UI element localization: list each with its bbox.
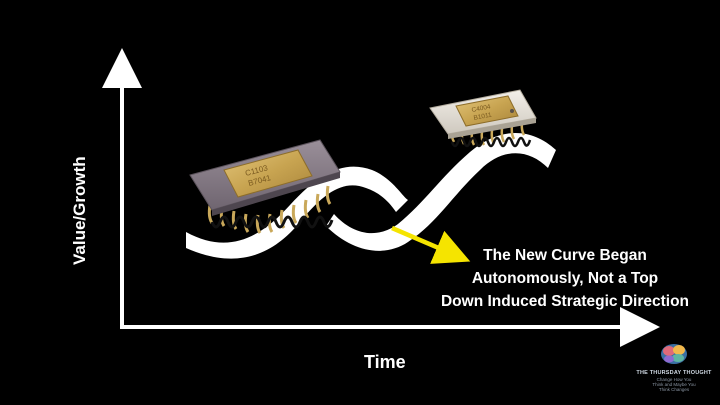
x-axis-label: Time xyxy=(364,352,406,372)
old-chip-image: C1103 B7041 xyxy=(189,139,341,234)
y-axis-label: Value/Growth xyxy=(70,156,89,265)
logo-tagline: Change How You Think and Maybe You Think… xyxy=(652,377,696,392)
new-chip-marking-1: C4004 xyxy=(471,103,492,114)
new-chip-marking-2: B1011 xyxy=(473,112,493,122)
logo-title: THE THURSDAY THOUGHT xyxy=(636,370,712,376)
logo: THE THURSDAY THOUGHT Change How You Thin… xyxy=(634,340,714,402)
annotation-arrow xyxy=(391,225,471,264)
new-chip-image: C4004 B1011 xyxy=(429,89,537,148)
new-s-curve xyxy=(326,132,556,251)
annotation-line-2: Autonomously, Not a Top xyxy=(471,270,659,287)
annotation-line-3: Down Induced Strategic Direction xyxy=(440,293,690,310)
brain-logo-icon xyxy=(661,344,687,364)
old-s-curve xyxy=(186,166,408,259)
annotation-line-1: The New Curve Began xyxy=(483,247,647,264)
annotation-text: The New Curve Began Autonomously, Not a … xyxy=(420,244,710,313)
